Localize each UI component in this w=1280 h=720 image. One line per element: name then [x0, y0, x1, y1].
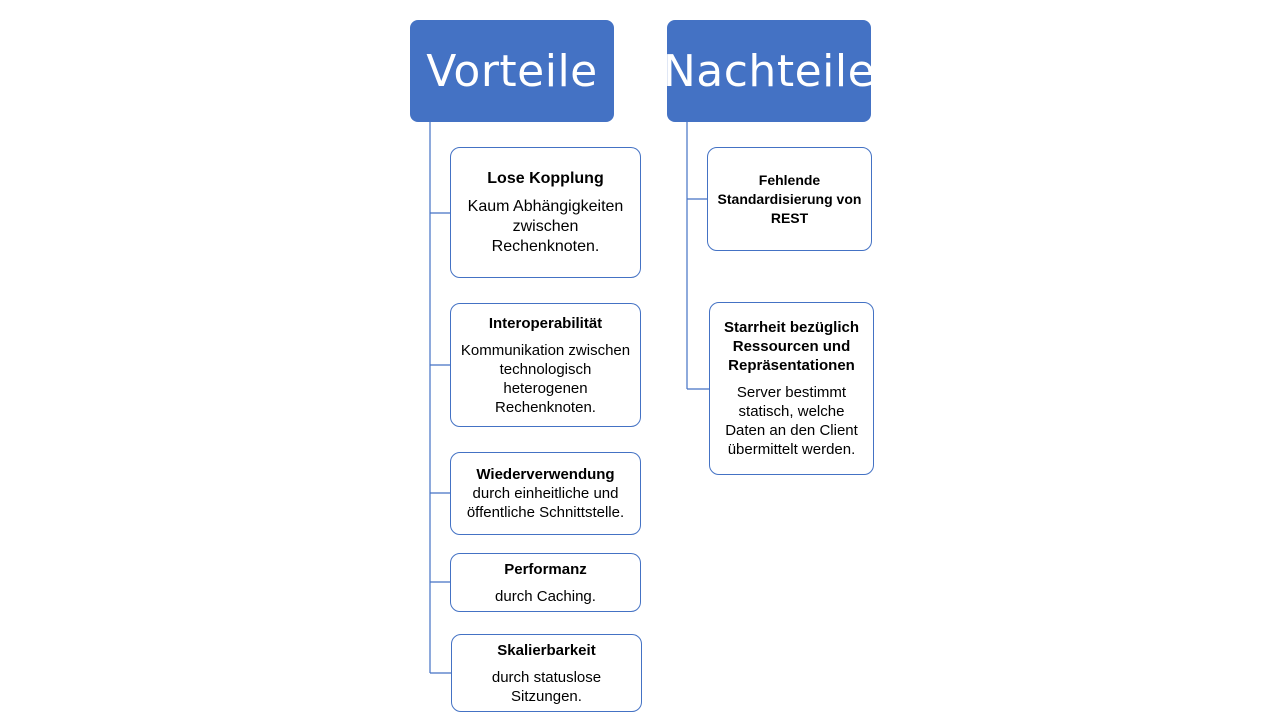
item-body: Kaum Abhängigkeiten zwischen Rechenknote… [467, 197, 624, 255]
item-body: Kommunikation zwischen technologisch het… [460, 341, 631, 416]
item-body: durch Caching. [495, 587, 596, 605]
item-title: Starrheit bezüglich Ressourcen und Reprä… [723, 319, 860, 374]
item-body: durch statuslose Sitzungen. [491, 668, 602, 705]
item-body: Server bestimmt statisch, welche Daten a… [725, 384, 858, 458]
vorteile-item-skalierbarkeit: Skalierbarkeit durch statuslose Sitzunge… [451, 634, 642, 712]
vorteile-title: Vorteile [426, 45, 598, 97]
item-title: Skalierbarkeit [497, 641, 596, 659]
nachteile-item-starrheit: Starrheit bezüglich Ressourcen und Reprä… [709, 302, 874, 475]
vorteile-item-wiederverwendung: Wiederverwendung durch einheitliche und … [450, 452, 641, 535]
nachteile-title: Nachteile [662, 45, 876, 97]
vorteile-item-interoperabilitaet: Interoperabilität Kommunikation zwischen… [450, 303, 641, 427]
vorteile-item-lose-kopplung: Lose Kopplung Kaum Abhängigkeiten zwisch… [450, 147, 641, 278]
nachteile-item-fehlende-standardisierung: Fehlende Standardisierung von REST [707, 147, 872, 251]
vorteile-item-performanz: Performanz durch Caching. [450, 553, 641, 612]
item-title: Fehlende Standardisierung von REST [717, 171, 862, 226]
vorteile-header: Vorteile [410, 20, 614, 122]
item-title: Lose Kopplung [487, 169, 604, 187]
nachteile-header: Nachteile [663, 20, 875, 122]
item-title: Wiederverwendung [476, 466, 615, 483]
item-body: durch einheitliche und öffentliche Schni… [466, 485, 625, 521]
item-title: Performanz [504, 560, 587, 578]
item-title: Interoperabilität [488, 314, 603, 332]
